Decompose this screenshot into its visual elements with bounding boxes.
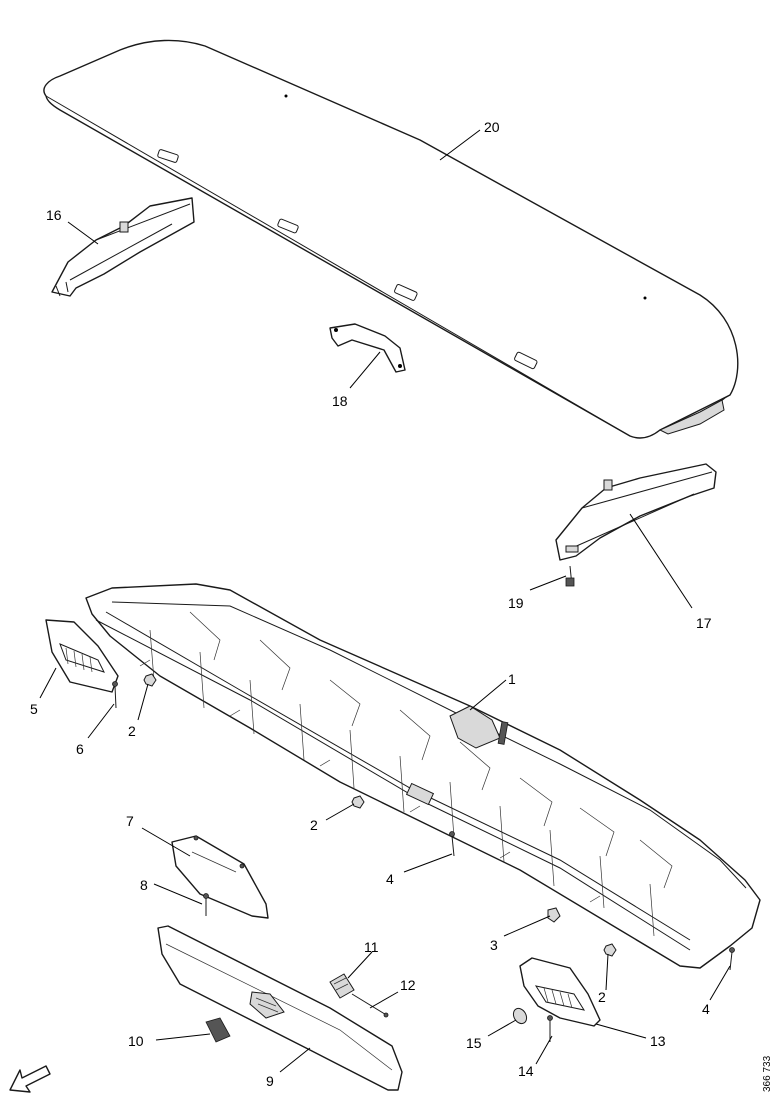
callout-5: 5: [30, 701, 38, 717]
part-5-end-grille: [45, 619, 119, 693]
part-1-main-housing: [85, 583, 761, 969]
callout-6: 6: [76, 741, 84, 757]
callout-20: 20: [484, 119, 500, 135]
callout-13: 13: [650, 1033, 666, 1049]
part-2-nut-c: [603, 943, 617, 957]
part-8-screw: [203, 893, 209, 916]
callout-11: 11: [364, 939, 379, 955]
callout-15: 15: [466, 1035, 482, 1051]
part-14-screw: [547, 1015, 553, 1042]
part-15-plug: [512, 1007, 528, 1025]
callout-labels: 20 16 18 19 17 1 5 6 2 2 4 7 8 3 2 4 11 …: [30, 119, 712, 1089]
callout-14: 14: [518, 1063, 534, 1079]
part-6-screw: [112, 681, 118, 709]
part-10-clip: [205, 1017, 231, 1043]
leader-lines: [39, 129, 731, 1073]
part-11-latch: [329, 973, 355, 999]
part-3-clip: [547, 907, 561, 923]
part-13-end-grille: [519, 957, 601, 1027]
callout-18: 18: [332, 393, 348, 409]
part-18-small-bracket: [329, 323, 406, 373]
callout-4: 4: [386, 871, 394, 887]
callout-2: 2: [310, 817, 318, 833]
part-16-bracket: [51, 197, 195, 297]
part-2-nut-a: [143, 673, 157, 687]
part-9-front-panel: [157, 925, 403, 1091]
part-17-bracket: [555, 463, 717, 561]
callout-8: 8: [140, 877, 148, 893]
part-12-pin: [351, 993, 389, 1018]
callout-12: 12: [400, 977, 416, 993]
direction-arrow-icon: [9, 1065, 51, 1093]
drawing-reference: 366 733: [762, 1055, 773, 1092]
part-19-screw: [565, 565, 575, 587]
part-20-cover-panel: [43, 39, 739, 439]
part-4-screw-b: [729, 947, 735, 971]
callout-16: 16: [46, 207, 62, 223]
callout-1: 1: [508, 671, 516, 687]
callout-19: 19: [508, 595, 524, 611]
part-7-cover-plate: [171, 835, 269, 919]
callout-7: 7: [126, 813, 134, 829]
part-2-nut-b: [351, 795, 365, 809]
callout-2: 2: [128, 723, 136, 739]
callout-10: 10: [128, 1033, 144, 1049]
callout-9: 9: [266, 1073, 274, 1089]
callout-4: 4: [702, 1001, 710, 1017]
part-4-screw-a: [449, 831, 455, 857]
callout-2: 2: [598, 989, 606, 1005]
callout-3: 3: [490, 937, 498, 953]
callout-17: 17: [696, 615, 712, 631]
